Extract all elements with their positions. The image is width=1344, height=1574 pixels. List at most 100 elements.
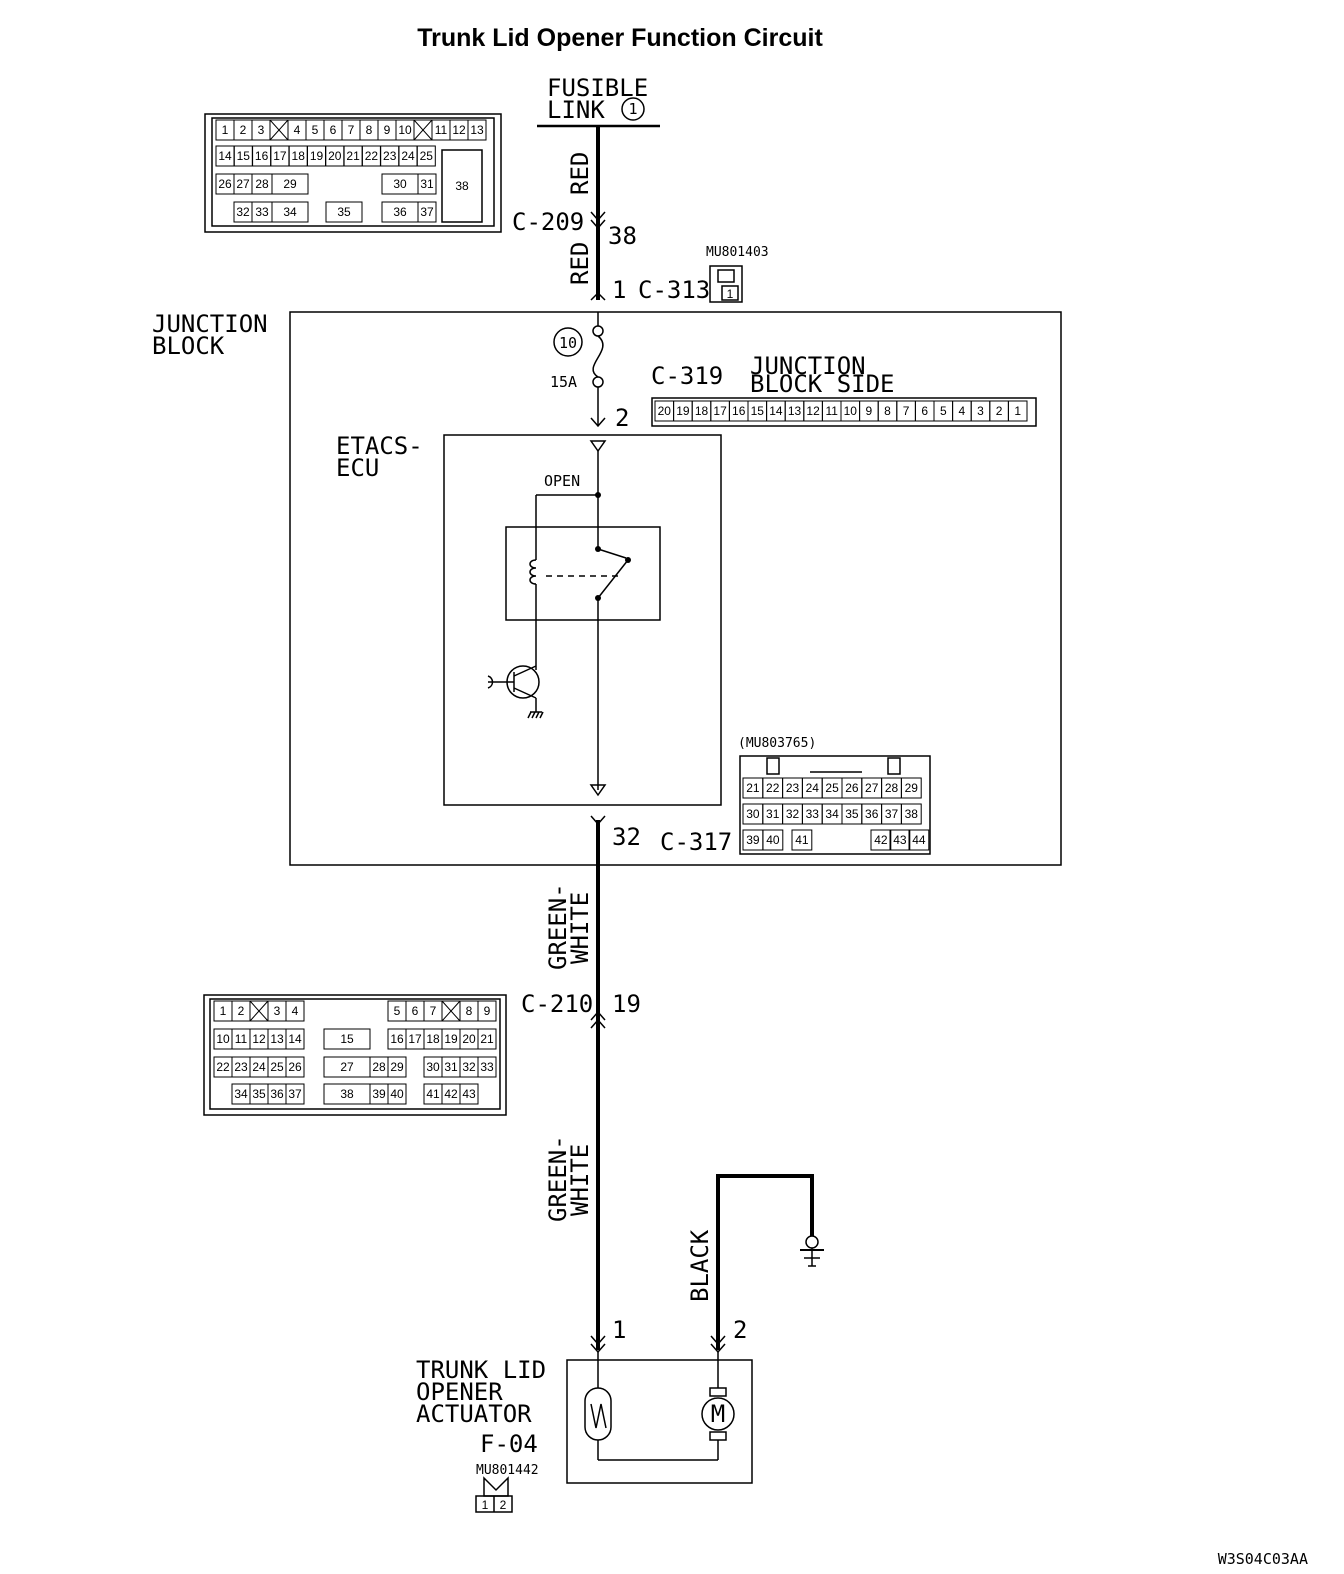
c317-face-pin: 22 [766, 781, 780, 795]
c210-face-pin: 6 [412, 1004, 419, 1018]
c209-face-pin: 6 [330, 123, 337, 137]
actuator-box [566, 1359, 753, 1484]
ground-icon [800, 1235, 824, 1267]
c319-face-pin: 10 [844, 404, 858, 418]
wire-label-red-lower: RED [566, 242, 594, 285]
c210-face-pin: 15 [340, 1032, 354, 1046]
c317-face-pin: 42 [874, 833, 888, 847]
c313-terminal-mark [590, 291, 606, 301]
c319-face-pin: 3 [977, 404, 984, 418]
c209-face-pin: 1 [222, 123, 229, 137]
c209-face-pin: 33 [255, 205, 269, 219]
c209-face-pin: 20 [328, 149, 342, 163]
c317-face-pin: 33 [806, 807, 820, 821]
motor-icon: M [711, 1400, 725, 1428]
c210-face-pin: 30 [426, 1060, 440, 1074]
c319-face-pin: 6 [921, 404, 928, 418]
c317-face-pin: 27 [865, 781, 879, 795]
c319-face-pin: 12 [806, 404, 820, 418]
figure-code: W3S04C03AA [1218, 1550, 1308, 1568]
c210-face-pin: 40 [390, 1087, 404, 1101]
c317-face-pin: 39 [746, 833, 760, 847]
c210-face-pin: 22 [216, 1060, 230, 1074]
c210-face-pin: 2 [238, 1004, 245, 1018]
c209-pin: 38 [608, 222, 637, 250]
c317-part-number: (MU803765) [738, 736, 816, 751]
c210-pin: 19 [612, 990, 641, 1018]
wire-label-red-upper: RED [566, 152, 594, 195]
c210-face-pin: 24 [252, 1060, 266, 1074]
c313-face-pin-1: 1 [727, 287, 734, 301]
etacs-label-2: ECU [336, 454, 379, 482]
c210-face-pin: 8 [466, 1004, 473, 1018]
c209-face-pin: 2 [240, 123, 247, 137]
c210-face-pin: 37 [288, 1087, 302, 1101]
c209-face-pin: 3 [258, 123, 265, 137]
c319-face-pin: 16 [732, 404, 746, 418]
f04-connector-face: 1 2 [475, 1476, 513, 1513]
c210-face-pin: 26 [288, 1060, 302, 1074]
c319-side-label-1: JUNCTION [750, 352, 866, 380]
c317-face-pin: 26 [845, 781, 859, 795]
c209-face-pin: 37 [420, 205, 434, 219]
c319-face-pin: 18 [695, 404, 709, 418]
c209-face-pin: 13 [470, 123, 484, 137]
diagram-title: Trunk Lid Opener Function Circuit [417, 24, 823, 52]
c209-face-pin: 26 [218, 177, 232, 191]
c209-label: C-209 [512, 208, 584, 236]
c210-face-pin: 7 [430, 1004, 437, 1018]
c317-face-pin: 36 [865, 807, 879, 821]
c313-connector-face: 1 [709, 265, 743, 303]
c210-face-pin: 1 [220, 1004, 227, 1018]
fuse-10: 10 15A [550, 312, 606, 428]
c317-face-pin: 32 [786, 807, 800, 821]
c210-face-pin: 23 [234, 1060, 248, 1074]
fuse-rating: 15A [550, 373, 577, 391]
c210-face-pin: 9 [484, 1004, 491, 1018]
etacs-relay [505, 440, 661, 797]
c209-face-pin: 11 [435, 123, 448, 137]
c210-face-pin: 19 [444, 1032, 458, 1046]
c319-face-pin: 15 [751, 404, 765, 418]
c210-face-pin: 14 [288, 1032, 302, 1046]
f04-pin-1: 1 [612, 1316, 626, 1344]
c209-face-pin: 22 [365, 149, 379, 163]
c317-face-pin: 25 [825, 781, 839, 795]
c209-face-pin: 16 [255, 149, 269, 163]
junction-block-label-2: BLOCK [152, 332, 225, 360]
c210-face-pin: 16 [390, 1032, 404, 1046]
c210-face-pin: 32 [462, 1060, 476, 1074]
c210-face-pin: 17 [408, 1032, 422, 1046]
c319-face-pin: 13 [788, 404, 802, 418]
c319-face-pin: 14 [769, 404, 783, 418]
fusible-link-label-1: FUSIBLE [547, 74, 648, 102]
c210-face-pin: 27 [340, 1060, 354, 1074]
c210-face-pin: 29 [390, 1060, 404, 1074]
c313-label: C-313 [638, 276, 710, 304]
c210-face-pin: 13 [270, 1032, 284, 1046]
c317-face-pin: 24 [806, 781, 820, 795]
actuator-label-2: OPENER [416, 1378, 503, 1406]
c210-face-pin: 42 [444, 1087, 458, 1101]
c313-pin: 1 [612, 276, 626, 304]
fuse-number: 10 [559, 334, 577, 352]
c317-face-pin: 43 [893, 833, 907, 847]
c317-label: C-317 [660, 828, 732, 856]
c209-face-pin: 27 [236, 177, 250, 191]
c317-face-pin: 21 [746, 781, 760, 795]
c209-face-pin: 34 [283, 205, 297, 219]
c210-face-pin: 20 [462, 1032, 476, 1046]
c319-face-pin: 2 [996, 404, 1003, 418]
c210-label: C-210 [521, 990, 593, 1018]
c209-face-pin: 28 [255, 177, 269, 191]
c209-face-pin: 8 [366, 123, 373, 137]
actuator-solenoid [584, 1352, 718, 1461]
c209-face-pin: 12 [452, 123, 466, 137]
c319-face-pin: 7 [903, 404, 910, 418]
c317-face-pin: 34 [825, 807, 839, 821]
c210-face-pin: 41 [426, 1087, 440, 1101]
c319-face-pin: 20 [658, 404, 672, 418]
c210-face-pin: 35 [252, 1087, 266, 1101]
